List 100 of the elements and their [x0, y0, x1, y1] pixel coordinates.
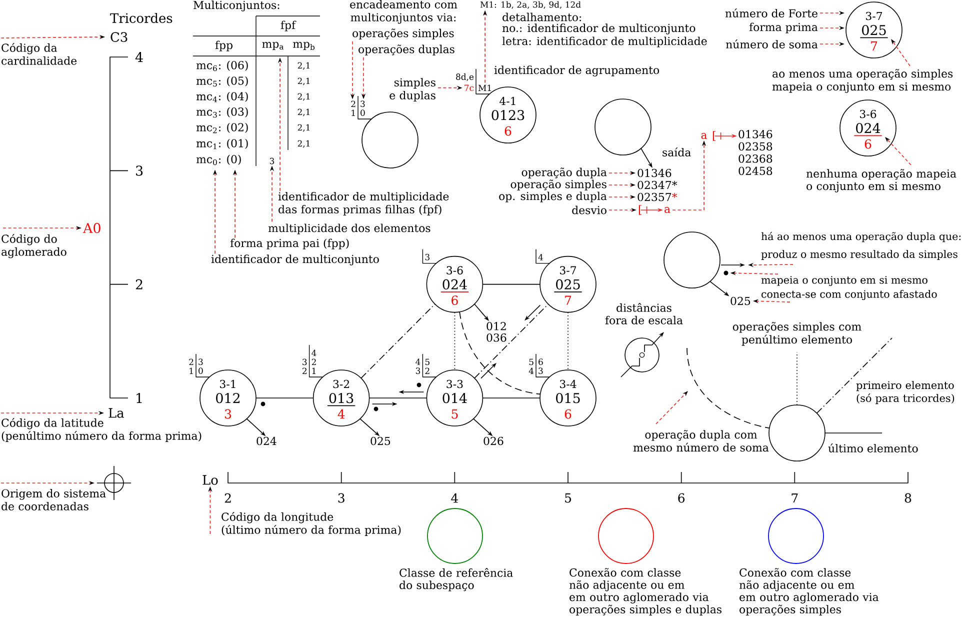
tick-label: 2 — [224, 493, 231, 503]
annotation: encadeamento com multiconjuntos via: — [350, 0, 458, 24]
annotation: Código da longitude (último número da forma prima) — [222, 512, 401, 536]
cluster-code: A0 — [82, 222, 100, 234]
annotation: op. simples e dupla — [499, 192, 607, 202]
table-cell: mc$_{6}$: (06) — [196, 60, 248, 72]
annotation: operação dupla com mesmo número de soma — [633, 430, 769, 452]
tick-label: 3 — [338, 493, 344, 503]
set-code: 012 036 — [486, 322, 506, 342]
annotation: Código do aglomerado — [2, 234, 66, 258]
table-cell: 2,1 — [298, 93, 310, 101]
annotation: produz o mesmo resultado da simples — [761, 250, 958, 260]
table-header: mp$_{a}$ — [262, 42, 284, 50]
annotation: há ao menos uma operação dupla que: — [761, 232, 961, 242]
set-circle — [594, 98, 652, 156]
annotation: M1: 1b, 2a, 3b, 9d, 12d — [480, 1, 581, 9]
table-cell: 2,1 — [298, 62, 310, 70]
annotation: nenhuma operação mapeia o conjunto em si mesmo — [806, 169, 956, 192]
tick-label: 4 — [135, 52, 143, 62]
bracket-symbol: [ — [638, 205, 642, 215]
annotation: Código da latitude (penúltimo número da forma prima) — [2, 418, 202, 442]
set-code: 01346 — [638, 168, 672, 178]
axis-label: La — [108, 408, 124, 418]
leader-line — [885, 137, 912, 166]
table-cell: 2,1 — [298, 108, 310, 116]
tick-label: 1 — [136, 393, 142, 403]
table-cell: mc$_{5}$: (05) — [196, 76, 248, 87]
line-sample — [686, 348, 770, 429]
annotation: conecta-se com conjunto afastado — [762, 290, 937, 300]
tick-label: 7 — [792, 493, 798, 503]
annotation: desvio — [572, 206, 606, 214]
edge-label: saída — [662, 148, 691, 156]
tag-label: 4 3 — [416, 358, 420, 374]
line-sample — [824, 432, 882, 434]
tick-label: 4 — [451, 493, 458, 503]
legend-label: Conexão com classe não adjacente ou em em outro aglomerado via operações simples — [739, 568, 879, 616]
star-mark: * — [672, 192, 678, 198]
table-cell: 3 — [270, 158, 274, 164]
set-code: 02347* — [638, 180, 678, 190]
annotation: no.: identificador de multiconjunto — [502, 24, 696, 34]
table-cell: mc$_{0}$: (0) — [196, 154, 241, 166]
edge-label: último elemento — [828, 444, 918, 452]
annotation: multiplicidade dos elementos — [268, 224, 430, 234]
tick-label: 3 — [136, 166, 143, 176]
annotation: operação simples — [510, 180, 606, 190]
annotation: mapeia o conjunto em si mesmo — [761, 276, 928, 286]
line-sample — [816, 338, 892, 414]
letter-label: a — [701, 133, 707, 139]
tag-label: 4 — [538, 254, 543, 260]
table-cell: mc$_{4}$: (04) — [196, 92, 248, 102]
table-header: mp$_{b}$ — [293, 42, 315, 50]
set-code: 026 — [484, 436, 504, 446]
tag-label: M1 — [478, 84, 491, 91]
connector-curve — [459, 311, 541, 395]
table-header: fpp — [215, 40, 232, 52]
tick-label: 8 — [904, 493, 912, 503]
set-circle — [664, 232, 720, 288]
annotation: operações simples — [352, 28, 454, 40]
leader-line — [656, 391, 688, 424]
connector-line — [482, 284, 540, 285]
tag-label: 5 2 — [425, 358, 430, 374]
tag-label: 3 0 — [360, 100, 365, 116]
connector-line — [474, 304, 549, 379]
annotation: detalhamento: — [502, 12, 582, 22]
line-sample — [796, 352, 798, 406]
tick-label: 2 — [136, 279, 142, 290]
tag-label: 2 1 — [189, 358, 194, 374]
letter-label: a — [664, 207, 670, 213]
table-cell: mc$_{2}$: (02) — [196, 122, 248, 134]
table-cell: 2,1 — [298, 78, 310, 86]
cardinality-label: Tricordes C3 — [110, 13, 172, 42]
tag-label: 6 3 — [538, 358, 543, 374]
annotation: ao menos uma operação simples mapeia o conjunto em si mesmo — [772, 69, 953, 93]
tag-label: 8d,e — [456, 73, 474, 81]
annotation: distâncias fora de escala — [605, 303, 683, 324]
table-title: Multiconjuntos: — [194, 0, 280, 12]
table-cell: 2,1 — [298, 140, 310, 148]
set-circle — [768, 404, 826, 462]
table-cell: 2,1 — [298, 124, 310, 132]
axis-label: Lo — [202, 475, 218, 485]
bracket-symbol: [ — [712, 131, 716, 141]
set-code: 024 — [256, 436, 276, 446]
dot-mark — [724, 270, 728, 276]
tick-label: 6 — [678, 493, 685, 503]
connector-line — [360, 304, 436, 379]
legend-label: Classe de referência do subespaço — [400, 568, 513, 592]
connector-line — [454, 312, 456, 370]
annotation: forma prima — [749, 22, 818, 34]
tag-label: 3 0 — [198, 358, 203, 374]
annotation: letra: identificador de multiplicidade — [502, 36, 707, 48]
edge-label: operações simples com penúltimo elemento — [732, 322, 862, 346]
tag-label: 7c — [464, 84, 474, 91]
annotation: número de Forte — [725, 8, 818, 18]
set-code: 025 — [370, 436, 390, 446]
table-cell: mc$_{1}$: (01) — [196, 138, 248, 150]
table-cell: mc$_{3}$: (03) — [196, 107, 248, 118]
tag-label: 3 2 — [302, 358, 307, 374]
annotation: Origem do sistema de coordenadas — [2, 489, 106, 510]
set-list: 01346 02358 02368 02458 — [738, 130, 772, 176]
table-header: fpf — [280, 20, 296, 32]
